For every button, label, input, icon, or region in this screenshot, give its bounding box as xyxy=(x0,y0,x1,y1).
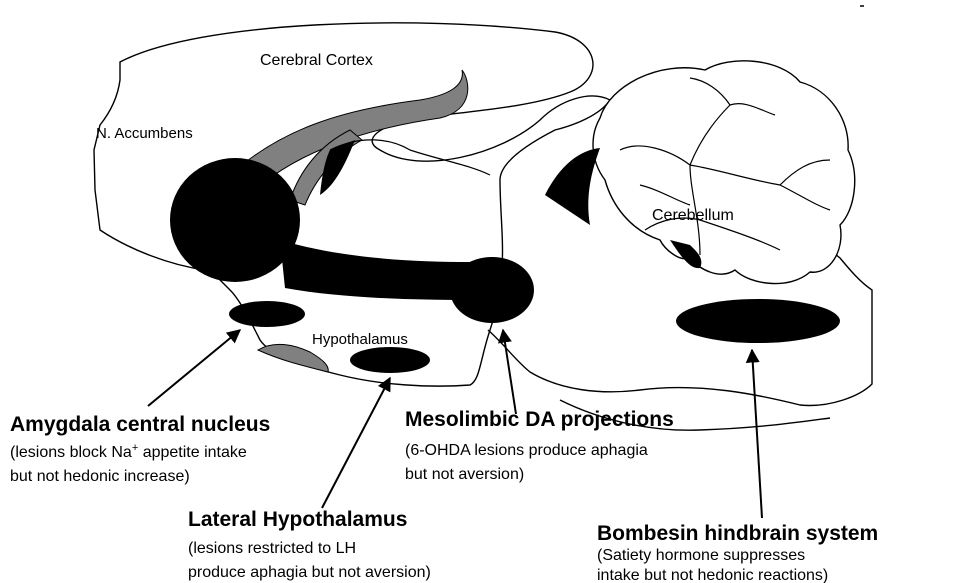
bombesin-note-line1: (Satiety hormone suppresses xyxy=(597,547,805,564)
arrow-bombesin xyxy=(752,350,762,518)
label-cerebral-cortex: Cerebral Cortex xyxy=(260,52,373,69)
bombesin-note-line2: intake but not hedonic reactions) xyxy=(597,567,828,583)
arrow-lateral-hypothalamus xyxy=(322,378,390,508)
mesolimbic-note-line2: but not aversion) xyxy=(405,466,524,483)
arrow-amygdala xyxy=(148,330,240,406)
arrow-mesolimbic xyxy=(503,330,516,414)
amygdala-note-line1: (lesions block Na+ appetite intake xyxy=(10,442,247,461)
label-cerebellum: Cerebellum xyxy=(652,207,734,224)
n-accumbens-blob xyxy=(170,158,300,282)
lateral-hypothalamus-note-line2: produce aphagia but not aversion) xyxy=(188,564,431,581)
vta-blob xyxy=(450,257,534,323)
amygdala-title: Amygdala central nucleus xyxy=(10,413,270,436)
label-hypothalamus: Hypothalamus xyxy=(312,331,408,348)
bombesin-title: Bombesin hindbrain system xyxy=(597,522,878,545)
lateral-hypothalamus-title: Lateral Hypothalamus xyxy=(188,508,407,531)
lateral-hypothalamus-nucleus xyxy=(350,347,430,373)
mesolimbic-note-line1: (6-OHDA lesions produce aphagia xyxy=(405,442,648,459)
bombesin-hindbrain-nucleus xyxy=(676,299,840,343)
amygdala-note-line2: but not hedonic increase) xyxy=(10,468,190,485)
amygdala-nucleus xyxy=(229,301,305,327)
fourth-ventricle xyxy=(545,148,600,225)
lateral-hypothalamus-note-line1: (lesions restricted to LH xyxy=(188,540,356,557)
mesolimbic-title: Mesolimbic DA projections xyxy=(405,408,674,431)
label-n-accumbens: N. Accumbens xyxy=(96,125,193,142)
